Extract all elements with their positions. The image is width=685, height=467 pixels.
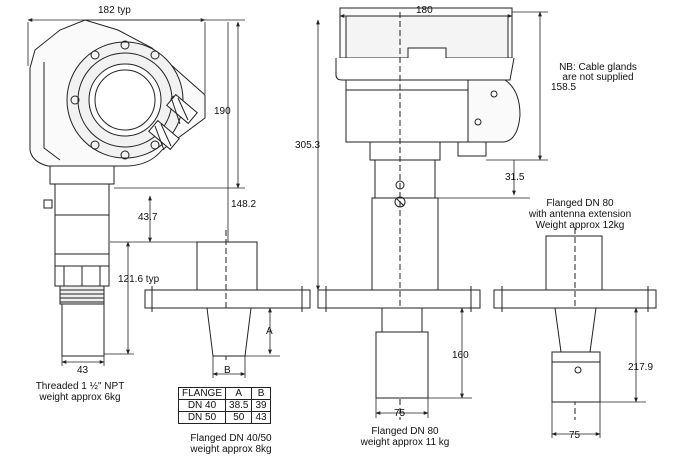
- flange-cell: DN 40: [177, 399, 227, 412]
- flange-cell: DN 50: [177, 411, 227, 424]
- flange-dn40-dimensions: [212, 307, 280, 378]
- flange-header-b: B: [251, 387, 271, 400]
- dim-lower-offset: 43.7: [138, 212, 158, 223]
- caption-threaded-1: Threaded 1 ½" NPT: [35, 381, 125, 392]
- dim-thread-length: 121.6 typ: [118, 274, 160, 285]
- cable-gland-2: [148, 119, 180, 151]
- flange-header-flange: FLANGE: [177, 387, 227, 400]
- dim-left-width: 182 typ: [98, 5, 131, 16]
- flange-cell: 38.5: [225, 399, 253, 412]
- dim-antenna-width-ext: 75: [569, 430, 581, 441]
- flange-table: FLANGE A B DN 40 38.5 39 DN 50 50 43: [177, 387, 271, 424]
- note-cable-glands-2: are not supplied: [562, 72, 634, 83]
- dim-antenna-width-80: 75: [394, 408, 406, 419]
- threaded-housing-view: [29, 19, 206, 357]
- dim-left-height: 190: [214, 106, 231, 117]
- dim-center-width: 180: [416, 5, 433, 16]
- dim-right-top-height: 158.5: [551, 82, 577, 93]
- table-row: DN 50 50 43: [177, 411, 271, 424]
- caption-flanged80-1: Flanged DN 80: [371, 426, 439, 437]
- caption-flanged80-2: weight approx 11 kg: [360, 437, 450, 448]
- dn80-extension-dimensions: [551, 307, 646, 438]
- dim-b-label: B: [224, 365, 231, 376]
- dim-center-height: 148.2: [231, 199, 257, 210]
- flange-dn40-50-view: [144, 230, 311, 360]
- dim-antenna-height-80: 160: [452, 350, 469, 361]
- caption-flanged4050-1: Flanged DN 40/50: [190, 433, 272, 444]
- dim-neck-height: 31.5: [505, 172, 525, 183]
- flange-cell: 43: [251, 411, 271, 424]
- dn80-housing-view: [317, 7, 521, 420]
- caption-ext-2: with antenna extension: [528, 209, 632, 220]
- dim-thread-width: 43: [77, 365, 89, 376]
- flange-cell: 39: [251, 399, 271, 412]
- dim-a-label: A: [266, 326, 273, 337]
- caption-ext-3: Weight approx 12kg: [535, 220, 625, 231]
- flange-header-a: A: [225, 387, 253, 400]
- flange-table-header: FLANGE A B: [177, 387, 271, 400]
- cable-gland-1: [166, 93, 198, 125]
- caption-flanged4050-2: weight approx 8kg: [190, 444, 272, 455]
- flange-cell: 50: [225, 411, 253, 424]
- dim-antenna-height-ext: 217.9: [628, 362, 654, 373]
- caption-threaded-2: weight approx 6kg: [39, 392, 121, 403]
- dn80-dimensions: [316, 8, 548, 418]
- dim-total-height: 305.3: [295, 140, 321, 151]
- table-row: DN 40 38.5 39: [177, 399, 271, 412]
- dn80-extension-view: [493, 228, 657, 420]
- note-cable-glands-1: NB: Cable glands: [559, 62, 637, 73]
- caption-ext-1: Flanged DN 80: [546, 198, 614, 209]
